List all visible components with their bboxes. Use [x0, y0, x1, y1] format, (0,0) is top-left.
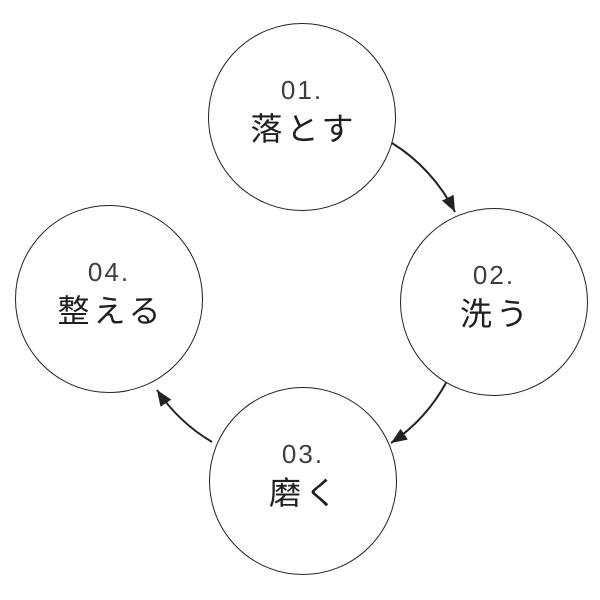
step-circle-01: 01. 落とす: [208, 23, 396, 211]
arrow-01-to-02-icon: [391, 142, 456, 213]
step-03-number: 03.: [281, 439, 325, 470]
step-04-label: 整える: [57, 293, 165, 330]
step-02-label: 洗う: [459, 296, 532, 333]
step-01-number: 01.: [280, 75, 324, 106]
step-04-content: 04. 整える: [53, 257, 165, 330]
step-03-label: 磨く: [268, 475, 341, 512]
step-circle-04: 04. 整える: [15, 205, 203, 393]
step-02-number: 02.: [472, 260, 516, 291]
step-04-number: 04.: [87, 257, 131, 288]
arrow-02-to-03-icon: [390, 380, 448, 444]
step-03-content: 03. 磨く: [265, 439, 341, 512]
step-01-label: 落とす: [250, 111, 358, 148]
step-circle-03: 03. 磨く: [209, 387, 397, 575]
arrow-03-to-04-icon: [156, 389, 213, 443]
step-02-content: 02. 洗う: [456, 260, 532, 333]
step-01-content: 01. 落とす: [246, 75, 358, 148]
step-circle-02: 02. 洗う: [400, 208, 588, 396]
